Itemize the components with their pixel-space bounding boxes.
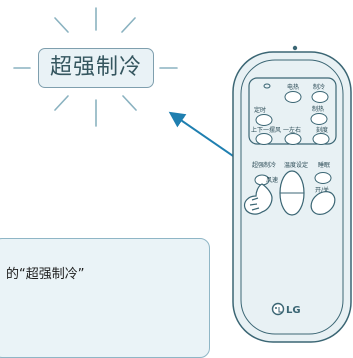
remote-button-heat[interactable] [310,113,328,125]
remote-button-recall[interactable] [312,133,330,145]
remote-label-onoff: 开/关 [315,186,329,194]
lg-logo-icon: LG [271,302,301,316]
remote-button-leftright[interactable] [284,133,302,145]
remote-button-onoff[interactable] [307,187,340,219]
info-panel: 的“超强制冷” [0,238,210,358]
remote-label-mode: 制冷 [313,83,325,91]
remote-label-sleep: 睡眠 [318,161,330,169]
remote-label-power: 电热 [287,83,299,91]
remote-label-leftright: 一左右 [283,126,301,134]
brand-label: LG [286,305,301,316]
remote-control: 电热 制冷 定时 制热 上下一摆风 一左右 刻度 超强制冷 温度设定 睡眠 风速… [232,45,352,343]
info-text: 的“超强制冷” [6,267,85,282]
sparkle-rays [13,7,178,127]
remote-label-recall: 刻度 [316,126,328,134]
remote-label-temp: 温度设定 [284,161,308,169]
remote-button-updown[interactable] [255,133,273,145]
remote-button-timer[interactable] [255,114,273,126]
remote-label-updown: 上下一摆风 [251,126,281,134]
remote-label-heat: 制热 [312,105,324,113]
remote-button-mode[interactable] [311,91,329,103]
remote-label-timer: 定时 [254,106,266,114]
remote-label-wind: 风速 [266,177,278,184]
remote-label-super-cool: 超强制冷 [252,161,276,169]
super-cool-callout: 超强制冷 [38,48,154,88]
remote-button-power[interactable] [284,91,302,103]
pressing-hand-icon [243,183,273,215]
remote-button-sleep[interactable] [314,172,332,184]
illustration-canvas: 电热 制冷 定时 制热 上下一摆风 一左右 刻度 超强制冷 温度设定 睡眠 风速… [13,7,352,343]
